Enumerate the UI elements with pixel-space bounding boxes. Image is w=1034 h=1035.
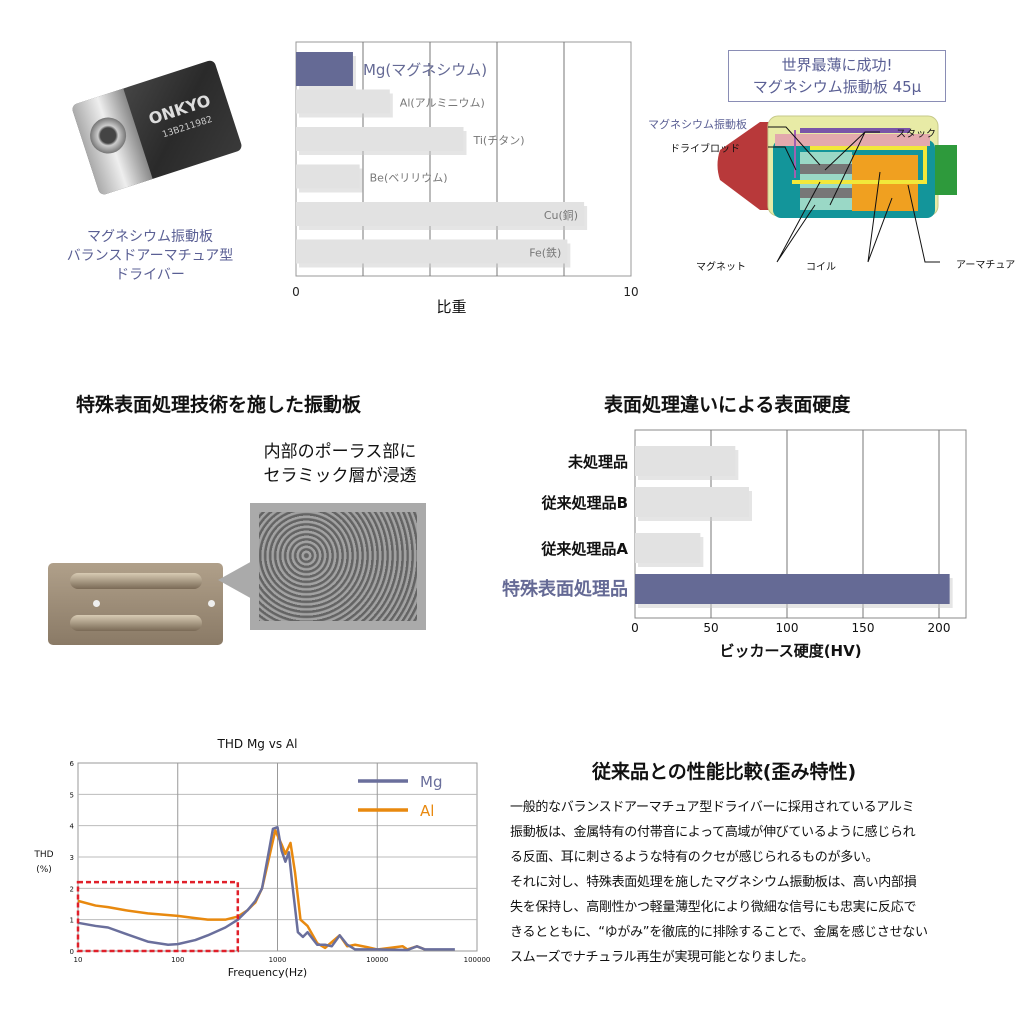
label-drive-rod: ドライブロッド <box>670 144 740 155</box>
bar-label: Fe(鉄) <box>529 246 561 260</box>
x-tick-label: 100000 <box>464 956 491 964</box>
x-axis-label: 比重 <box>436 298 466 316</box>
callout-line: セラミック層が浸透 <box>263 466 417 486</box>
label-diaphragm: マグネシウム振動板 <box>648 118 747 131</box>
legend-label: Mg <box>420 773 442 791</box>
tick-label: 150 <box>852 621 875 635</box>
bar-0 <box>635 446 736 476</box>
thd-chart: THD Mg vs Al 0 1 2 3 4 5 6 10 100 1000 10000 100000 T… <box>33 737 491 979</box>
tick-label: 0 <box>631 621 639 635</box>
micrograph-image <box>250 503 426 630</box>
bar-1 <box>635 487 749 517</box>
label-coil: コイル <box>806 262 836 273</box>
x-axis-label: Frequency(Hz) <box>228 966 307 979</box>
bar-4 <box>296 202 585 226</box>
driver-cutaway-diagram <box>717 115 957 263</box>
bar-label: Be(ベリリウム) <box>370 172 448 185</box>
y-axis-label: THD <box>33 850 53 860</box>
callout-line: 内部のポーラス部に <box>263 442 417 462</box>
highlight-box <box>76 880 240 953</box>
surface-callout: 内部のポーラス部に セラミック層が浸透 <box>240 440 440 488</box>
callout-pointer <box>218 560 254 600</box>
driver-caption: マグネシウム振動板 バランスドアーマチュア型 ドライバー <box>40 228 260 285</box>
tick-label: 50 <box>703 621 718 635</box>
headline-line: マグネシウム振動板 45μ <box>752 78 922 96</box>
bar-label: Cu(銅) <box>544 208 578 222</box>
y-tick-label: 2 <box>70 885 74 893</box>
driver-photo: ONKYO 13B211982 <box>62 59 244 196</box>
bar-0 <box>296 52 353 86</box>
y-tick-label: 6 <box>70 760 75 768</box>
hardness-title: 表面処理違いによる表面硬度 <box>604 394 851 416</box>
y-axis-label: (%) <box>36 865 52 875</box>
y-tick-label: 3 <box>70 854 74 862</box>
series-line-mg <box>77 825 455 952</box>
bar-1 <box>296 89 390 114</box>
tick-label: 0 <box>292 285 300 299</box>
bar-3 <box>296 164 360 189</box>
x-tick-label: 1000 <box>269 956 287 964</box>
bar-3 <box>635 574 950 604</box>
chart-title: THD Mg vs Al <box>217 737 298 751</box>
bar-5 <box>296 239 568 264</box>
tick-label: 100 <box>776 621 799 635</box>
label-armature: アーマチュア <box>956 260 1016 271</box>
surface-title: 特殊表面処理技術を施した振動板 <box>76 394 362 416</box>
label-magnet: マグネット <box>696 262 746 273</box>
x-tick-label: 10 <box>74 956 83 964</box>
headline-box: 世界最薄に成功! マグネシウム振動板 45μ <box>728 50 946 102</box>
category-label: 従来処理品B <box>541 494 628 512</box>
x-axis-label: ビッカース硬度(HV) <box>719 642 861 660</box>
series-line-al <box>77 829 426 951</box>
bar-2 <box>296 127 464 151</box>
y-tick-label: 4 <box>70 823 75 831</box>
x-tick-label: 100 <box>171 956 184 964</box>
diaphragm-plate-photo <box>48 563 223 645</box>
y-tick-label: 0 <box>70 948 74 956</box>
bar-2 <box>635 533 701 563</box>
caption-line: ドライバー <box>115 267 185 283</box>
category-label: 特殊表面処理品 <box>502 578 628 600</box>
density-chart: Mg(マグネシウム) Al(アルミニウム) Ti(チタン) Be(ベリリウム) Cu(銅… <box>292 41 639 316</box>
label-stack: スタック <box>896 129 936 140</box>
caption-line: バランスドアーマチュア型 <box>66 248 234 264</box>
x-tick-label: 10000 <box>366 956 388 964</box>
category-label: 未処理品 <box>567 453 628 471</box>
comparison-title: 従来品との性能比較(歪み特性) <box>592 761 857 783</box>
tick-label: 200 <box>928 621 951 635</box>
y-tick-label: 5 <box>70 791 74 799</box>
comparison-paragraph: 一般的なバランスドアーマチュア型ドライバーに採用されているアルミ 振動板は、金属… <box>510 800 928 965</box>
legend-label: Al <box>420 802 434 820</box>
bar-label: Al(アルミニウム) <box>400 97 485 110</box>
bar-label: Ti(チタン) <box>473 134 525 147</box>
caption-line: マグネシウム振動板 <box>87 229 213 245</box>
category-label: 従来処理品A <box>540 540 628 558</box>
headline-line: 世界最薄に成功! <box>781 56 893 74</box>
y-tick-label: 1 <box>70 917 74 925</box>
tick-label: 10 <box>623 285 638 299</box>
bar-label: Mg(マグネシウム) <box>363 61 487 79</box>
